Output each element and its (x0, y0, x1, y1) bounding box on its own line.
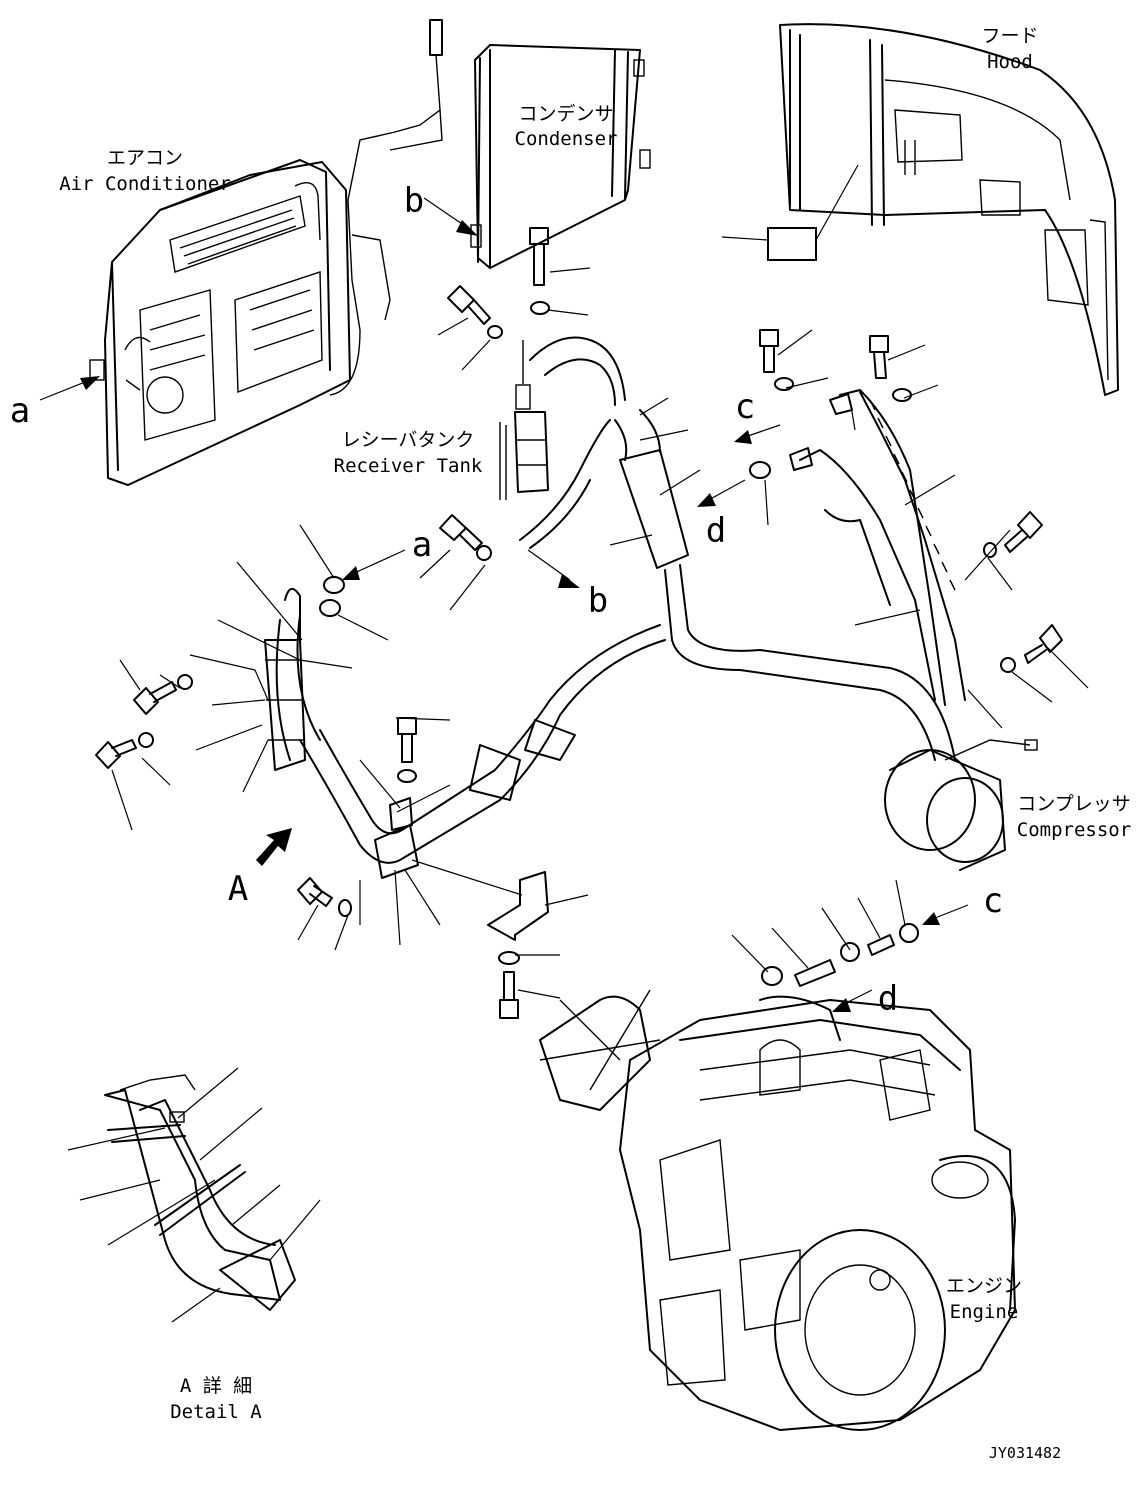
nut-icon (749, 461, 771, 479)
receiver-tank-label-en: Receiver Tank (334, 455, 483, 477)
engine-unit (539, 989, 1016, 1431)
engine-label-jp: エンジン (946, 1275, 1022, 1297)
air-conditioner-label-jp: エアコン (107, 147, 183, 169)
marker-c-lower: c (983, 881, 1003, 921)
receiver-tank-label-jp: レシーバタンク (342, 429, 475, 451)
washer-icon (774, 377, 794, 391)
bolt-icon (439, 514, 483, 551)
condenser-label-jp: コンデンサ (518, 103, 613, 125)
marker-d-upper: d (706, 511, 726, 551)
washer-icon (892, 388, 912, 402)
bolt-icon (1024, 624, 1063, 664)
clamp-icon (761, 966, 783, 986)
bolt-icon (297, 877, 333, 907)
compressor-label-jp: コンプレッサ (1017, 793, 1130, 815)
drawing-number: JY031482 (989, 1444, 1061, 1462)
washer-icon (983, 542, 997, 558)
bolt-icon (869, 335, 889, 379)
clamp-icon (899, 923, 919, 943)
hood-label-en: Hood (987, 51, 1033, 73)
washer-icon (498, 951, 520, 965)
bolt-icon (759, 329, 779, 373)
bolt-icon (133, 681, 177, 715)
washer-icon (487, 325, 503, 339)
washer-icon (530, 301, 550, 315)
bolt-icon (95, 739, 137, 769)
condenser-unit (329, 19, 651, 396)
nut-icon (323, 576, 345, 594)
detail-a-label-en: Detail A (170, 1401, 262, 1423)
marker-d-lower: d (878, 979, 898, 1019)
bolt-icon (1004, 511, 1043, 553)
compressor-label-en: Compressor (1017, 819, 1131, 841)
receiver-tank-unit (499, 340, 549, 500)
washer-icon (476, 545, 492, 561)
washer-icon (177, 674, 193, 690)
marker-c-upper: c (735, 387, 755, 427)
fasteners (95, 227, 1063, 1019)
bolt-icon (447, 285, 491, 325)
nut-icon (319, 599, 341, 617)
leader-lines (67, 164, 1089, 1323)
washer-icon (1000, 657, 1016, 673)
condenser-label-en: Condenser (515, 128, 618, 150)
washer-icon (338, 899, 352, 917)
view-arrow-icon (256, 828, 292, 866)
marker-a-hose: a (412, 525, 432, 565)
reference-arrows (39, 197, 969, 1012)
engine-label-en: Engine (950, 1301, 1019, 1323)
bolt-icon (499, 971, 519, 1019)
detail-a-label-jp: A 詳 細 (180, 1375, 252, 1397)
air-conditioner-label-en: Air Conditioner (59, 173, 231, 195)
compressor-unit (884, 739, 1038, 871)
marker-a-left: a (10, 391, 30, 431)
washer-icon (138, 732, 154, 748)
clamp-icon (840, 942, 860, 962)
pipe-piece-icon (867, 934, 895, 956)
washer-icon (397, 769, 417, 783)
hood-label-jp: フード (981, 25, 1038, 47)
hose-piece-icon (794, 959, 836, 987)
marker-b-condenser: b (404, 181, 424, 221)
air-conditioner-unit (89, 159, 351, 486)
view-marker-a: A (228, 869, 248, 909)
bolt-icon (397, 717, 417, 763)
bracket-icon (487, 871, 549, 941)
bolt-icon (529, 227, 549, 286)
refrigerant-hoses (264, 336, 966, 879)
marker-b-hose: b (588, 581, 608, 621)
labels: エアコン Air Conditioner コンデンサ Condenser フード… (10, 25, 1131, 1462)
hood-unit (767, 23, 1119, 396)
detail-a-view (104, 1074, 296, 1311)
